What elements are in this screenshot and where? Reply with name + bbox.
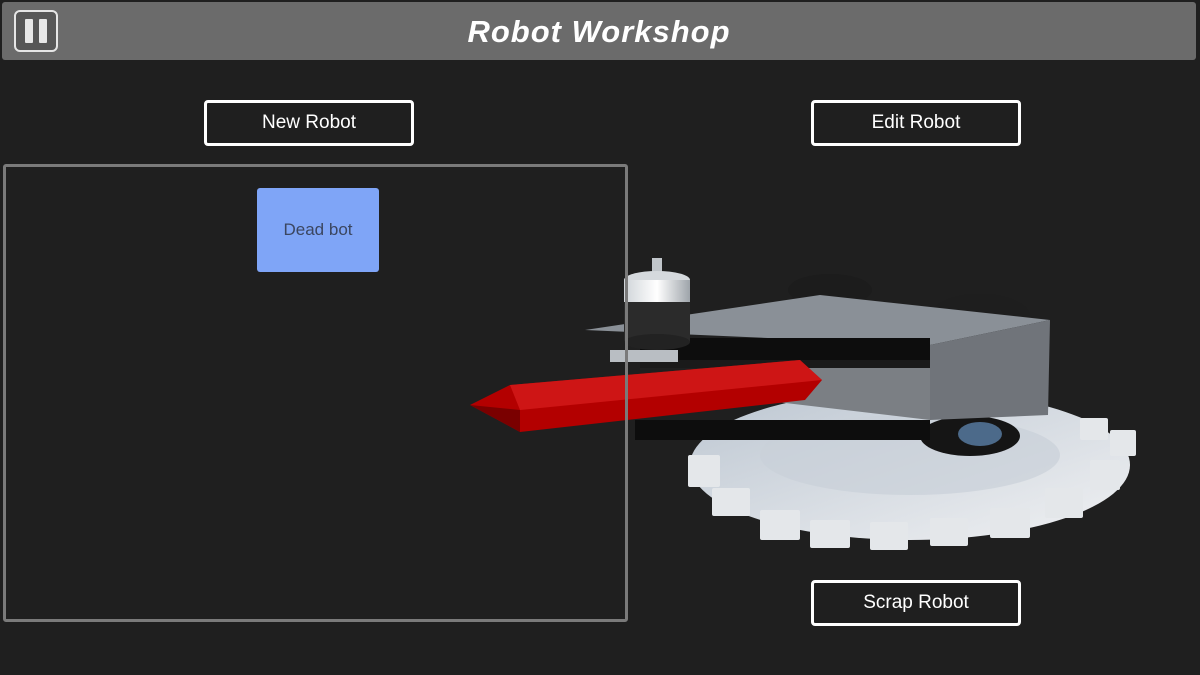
- pause-button[interactable]: [14, 10, 58, 52]
- robot-chassis: [585, 295, 1050, 440]
- red-weapon: [470, 360, 822, 432]
- new-robot-button[interactable]: New Robot: [204, 100, 414, 146]
- robot-list-panel: Dead bot: [3, 164, 628, 622]
- robot-preview[interactable]: [460, 250, 1160, 560]
- pause-icon: [25, 19, 47, 43]
- motor: [610, 258, 690, 362]
- scrap-robot-button[interactable]: Scrap Robot: [811, 580, 1021, 626]
- robot-list-item[interactable]: Dead bot: [257, 188, 379, 272]
- edit-robot-button[interactable]: Edit Robot: [811, 100, 1021, 146]
- title-bar: Robot Workshop: [2, 2, 1196, 60]
- page-title: Robot Workshop: [467, 14, 731, 49]
